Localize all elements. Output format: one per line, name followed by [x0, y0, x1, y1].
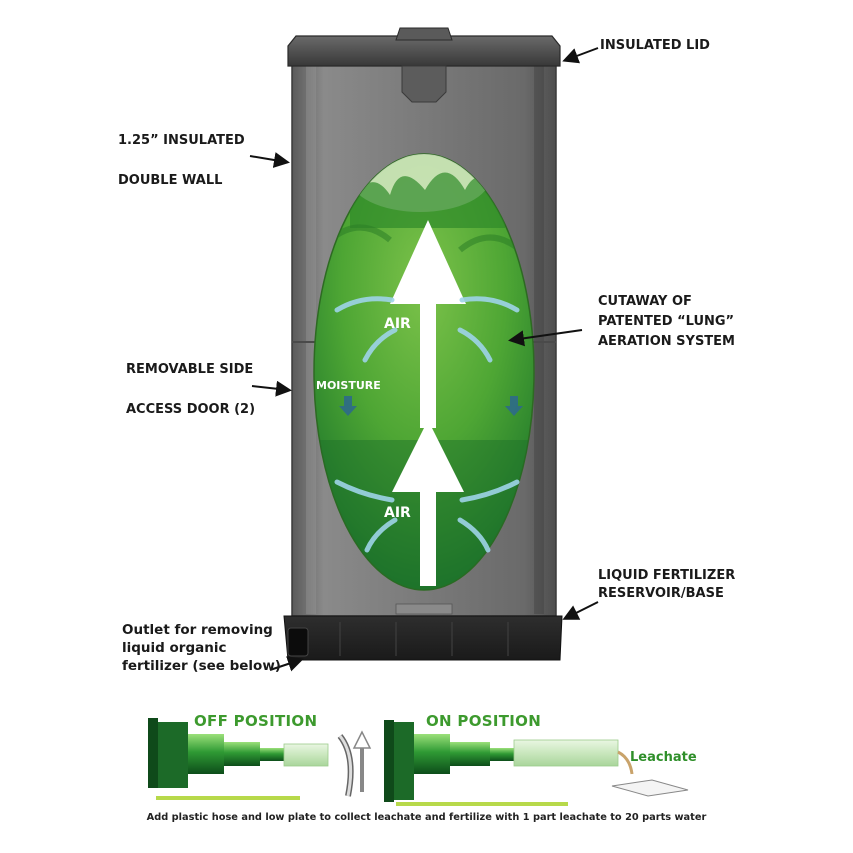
label-cutaway-1: CUTAWAY OF	[598, 294, 692, 309]
label-reservoir-1: LIQUID FERTILIZER	[598, 568, 736, 583]
leachate-label: Leachate	[630, 750, 697, 765]
air-label-top: AIR	[384, 316, 411, 332]
label-insulated-lid: INSULATED LID	[600, 38, 710, 53]
label-reservoir-2: RESERVOIR/BASE	[598, 586, 724, 601]
label-outlet-3: fertilizer (see below)	[122, 658, 281, 674]
label-side-door-1: REMOVABLE SIDE	[126, 362, 254, 377]
air-flow-arrows	[390, 220, 466, 586]
cutaway-pointer	[508, 329, 583, 347]
label-double-wall-1: 1.25” INSULATED	[118, 133, 245, 148]
label-cutaway-2: PATENTED “LUNG”	[598, 314, 735, 329]
outlet-pointer	[269, 656, 304, 672]
pointer-arrows	[249, 47, 599, 672]
on-position-title: ON POSITION	[426, 712, 542, 730]
reservoir-pointer	[562, 601, 599, 620]
off-position-valve	[148, 718, 329, 800]
rotation-arrow	[337, 730, 372, 797]
air-label-bottom: AIR	[384, 505, 411, 521]
valve-caption: Add plastic hose and low plate to collec…	[146, 812, 707, 823]
door-pointer	[251, 380, 292, 397]
reservoir-base	[283, 615, 563, 661]
lid-pointer	[562, 47, 599, 64]
moisture-arrows	[339, 396, 523, 416]
insulated-lid	[287, 27, 561, 103]
label-side-door-2: ACCESS DOOR (2)	[126, 402, 256, 417]
off-position-title: OFF POSITION	[194, 712, 318, 730]
label-outlet-2: liquid organic	[122, 640, 227, 656]
on-position-valve	[384, 720, 689, 806]
label-double-wall-2: DOUBLE WALL	[118, 173, 223, 188]
wall-pointer	[249, 152, 290, 168]
moisture-label: MOISTURE	[316, 379, 381, 392]
circulation-arrows	[334, 296, 520, 553]
label-cutaway-3: AERATION SYSTEM	[598, 334, 735, 349]
label-outlet-1: Outlet for removing	[122, 622, 273, 638]
